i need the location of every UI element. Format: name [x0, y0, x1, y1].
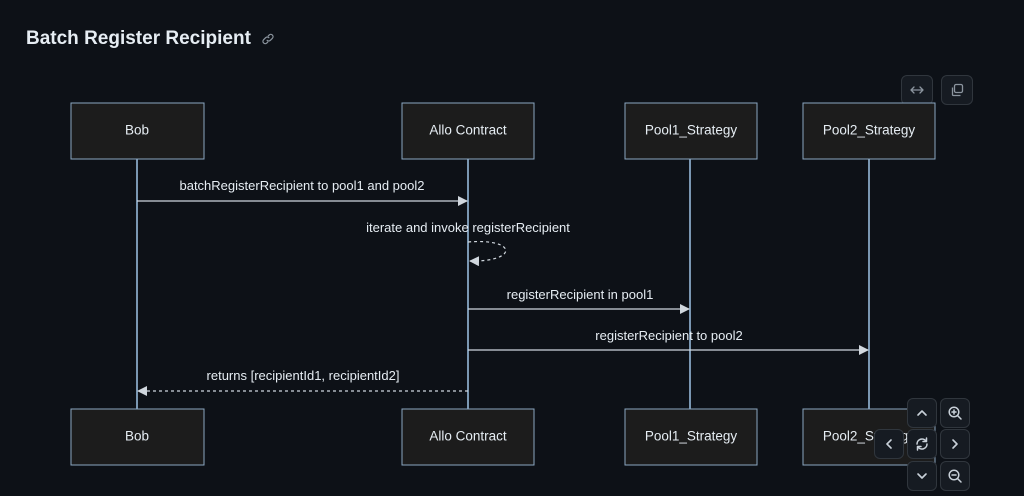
- expand-button[interactable]: [901, 75, 933, 105]
- chevron-right-icon: [952, 439, 958, 449]
- pan-left-button[interactable]: [874, 429, 904, 459]
- participant-label: Pool1_Strategy: [645, 429, 738, 444]
- pan-down-button[interactable]: [907, 461, 937, 491]
- message-label: batchRegisterRecipient to pool1 and pool…: [179, 178, 424, 193]
- message-label: iterate and invoke registerRecipient: [366, 220, 570, 235]
- chevron-up-icon: [917, 410, 927, 416]
- reset-view-button[interactable]: [907, 429, 937, 459]
- zoom-in-icon: [948, 406, 962, 420]
- zoom-out-button[interactable]: [940, 461, 970, 491]
- participant-label: Bob: [125, 123, 149, 138]
- participant-allo-contract-bottom: Allo Contract: [401, 408, 535, 466]
- participant-bob-bottom: Bob: [70, 408, 205, 466]
- pan-right-button[interactable]: [940, 429, 970, 459]
- page-title: Batch Register Recipient: [26, 28, 251, 49]
- heading: Batch Register Recipient: [26, 28, 275, 50]
- participant-allo-contract-top: Allo Contract: [401, 102, 535, 160]
- participant-label: Bob: [125, 429, 149, 444]
- participant-label: Allo Contract: [429, 429, 507, 444]
- participant-label: Pool2_Strategy: [823, 123, 916, 138]
- arrows-horizontal-icon: [910, 86, 924, 94]
- copy-button[interactable]: [941, 75, 973, 105]
- reset-icon: [916, 437, 928, 451]
- participant-pool1-strategy-bottom: Pool1_Strategy: [624, 408, 758, 466]
- message-label: registerRecipient to pool2: [595, 328, 742, 343]
- zoom-out-icon: [948, 469, 962, 483]
- chevron-left-icon: [886, 439, 892, 449]
- chevron-down-icon: [917, 473, 927, 479]
- link-icon[interactable]: [261, 32, 275, 46]
- participant-pool1-strategy-top: Pool1_Strategy: [624, 102, 758, 160]
- zoom-in-button[interactable]: [940, 398, 970, 428]
- participant-label: Pool1_Strategy: [645, 123, 738, 138]
- participant-label: Allo Contract: [429, 123, 507, 138]
- copy-icon: [951, 83, 964, 97]
- message-label: returns [recipientId1, recipientId2]: [207, 368, 400, 383]
- participant-pool2-strategy-top: Pool2_Strategy: [802, 102, 936, 160]
- pan-up-button[interactable]: [907, 398, 937, 428]
- participant-bob-top: Bob: [70, 102, 205, 160]
- message-arrow: [467, 240, 507, 267]
- message-label: registerRecipient in pool1: [507, 287, 654, 302]
